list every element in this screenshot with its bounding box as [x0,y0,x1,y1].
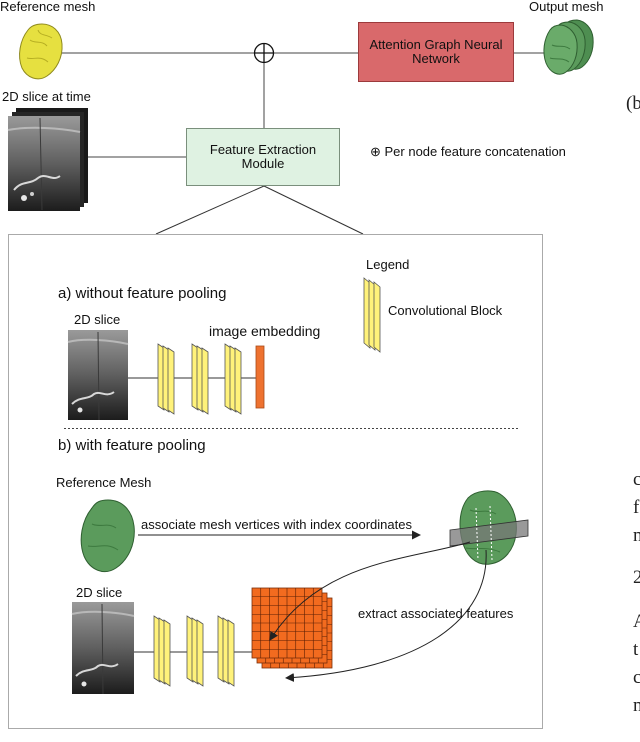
zoom-line-left [155,185,265,235]
feature-box-line1: Feature Extraction [209,142,317,157]
output-mesh-label: Output mesh [529,0,604,14]
zoom-panel [8,234,543,729]
feature-box-line2: Module [241,156,285,171]
section-a-conv-blocks [157,343,242,415]
feature-map-grid [251,587,333,669]
section-b-slice-label: 2D slice [76,585,123,600]
section-b-reference-mesh-icon [80,499,135,572]
extract-features-label: extract associated features [358,606,514,621]
side-text-3: f [633,497,640,518]
section-a-slice [67,330,129,421]
side-text-9: n [633,695,640,716]
side-text-6: A [633,611,640,632]
side-text-2: c [633,469,640,490]
attention-box-line2: Network [412,51,460,66]
section-a-title: a) without feature pooling [58,285,227,302]
side-text-4: n [633,525,640,546]
reference-mesh-icon [19,23,63,80]
output-mesh-icon [543,19,594,75]
side-text-7: t [633,639,639,660]
attention-box-line1: Attention Graph Neural [369,37,503,52]
section-b-mesh-with-plane-icon [449,490,529,565]
attention-gnn-box: Attention Graph Neural Network [358,22,514,82]
section-b-slice [71,602,135,695]
reference-mesh-label: Reference mesh [0,0,96,14]
extract-features-arrow [285,549,487,683]
section-a-slice-label: 2D slice [74,312,121,327]
vertex-to-feature-arrow [269,541,471,641]
associate-label: associate mesh vertices with index coord… [141,517,412,532]
section-b-title: b) with feature pooling [58,437,206,454]
image-embedding-bar [255,345,265,409]
legend-title: Legend [366,257,410,272]
legend-conv-label: Convolutional Block [388,303,503,318]
concat-note: ⊕ Per node feature concatenation [370,144,566,159]
slice-at-time-label: 2D slice at time [2,89,91,104]
zoom-line-right [263,185,364,235]
image-embedding-label: image embedding [209,323,321,339]
side-text-1: (b [626,93,640,114]
mri-slice-stack [7,108,88,211]
legend-conv-block-icon [363,277,381,353]
section-b-conv-blocks [153,615,235,687]
feature-extraction-box: Feature Extraction Module [186,128,340,186]
side-text-8: c [633,667,640,688]
side-text-5: 2 [633,567,640,588]
reference-mesh-b-label: Reference Mesh [56,475,152,490]
